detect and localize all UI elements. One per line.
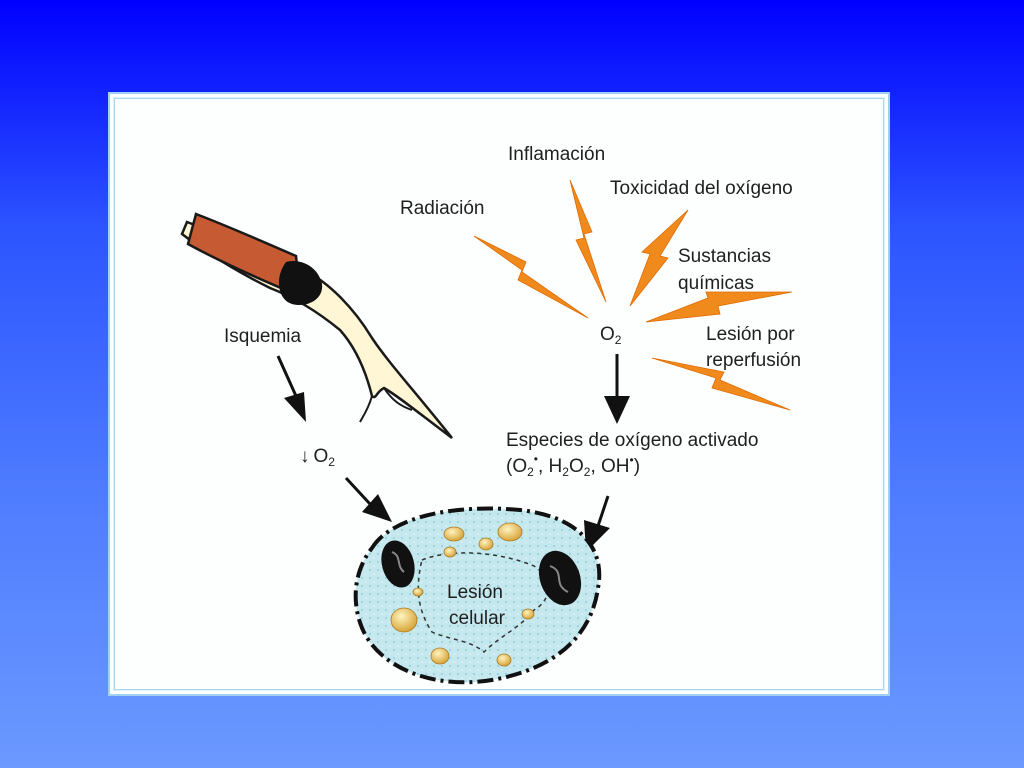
label-chemicals-line1: Sustancias [678, 246, 771, 267]
arrow-ischemia-to-o2 [276, 355, 306, 422]
blood-vessel-illustration [180, 212, 453, 439]
label-radiation: Radiación [400, 198, 485, 219]
label-reperfusion-line2: reperfusión [706, 350, 801, 371]
vacuoles [390, 522, 535, 667]
label-oxygen-toxicity: Toxicidad del oxígeno [610, 178, 793, 199]
label-chemicals-line2: químicas [678, 273, 754, 294]
label-cell-injury-line1: Lesión [447, 582, 503, 603]
labels: Inflamación Radiación Toxicidad del oxíg… [224, 144, 801, 629]
label-reperfusion-line1: Lesión por [706, 324, 795, 345]
arrow-o2-to-species [604, 354, 630, 424]
lightning-icon-chemicals [645, 291, 793, 323]
lightning-icon-reperfusion [651, 357, 791, 411]
mitochondrion-right [538, 550, 582, 606]
label-inflammation: Inflamación [508, 144, 605, 165]
label-reactive-species-title: Especies de oxígeno activado [506, 430, 758, 451]
lightning-icon-radiation [473, 235, 589, 319]
label-ischemia: Isquemia [224, 326, 302, 347]
thrombus [278, 260, 323, 306]
label-cell-injury-line2: celular [449, 608, 506, 629]
injury-lightning-bolts [473, 179, 793, 411]
injured-cell [353, 506, 602, 685]
lightning-icon-inflammation [569, 179, 607, 303]
label-o2: O2 [600, 324, 622, 347]
flow-arrows [276, 354, 630, 552]
mitochondrion-left [381, 540, 415, 588]
lightning-icon-oxygen-toxicity [629, 209, 689, 307]
arrow-o2-to-cell [344, 476, 392, 522]
label-reactive-species-list: (O2•, H2O2, OH•) [506, 452, 640, 479]
label-reduced-o2: ↓O2 [300, 446, 335, 469]
